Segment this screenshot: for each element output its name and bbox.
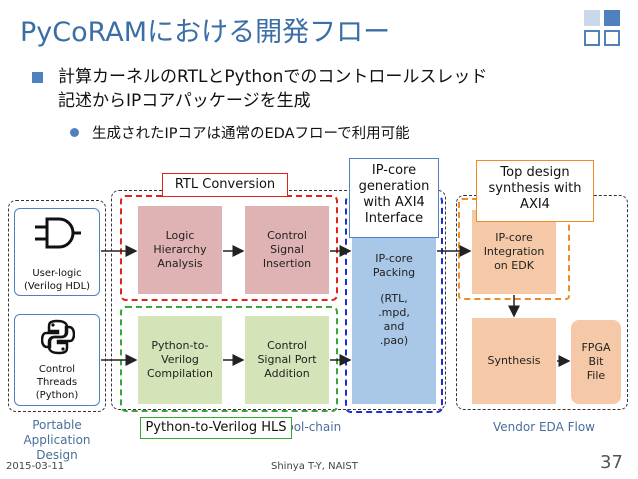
python-hls-text: Python-to-Verilog HLS: [145, 420, 287, 435]
ip-integration-line3: on EDK: [494, 259, 534, 272]
top-design-line1: Top design: [500, 165, 570, 180]
page-title: PyCoRAMにおける開発フロー: [20, 17, 391, 48]
ip-packing-line3: (RTL,: [380, 292, 408, 305]
ip-packing-line4: .mpd,: [378, 306, 410, 319]
hls-region: [120, 306, 338, 412]
ip-generation-line4: Interface: [364, 211, 424, 226]
fpga-bit-file-box: FPGA Bit File: [571, 320, 621, 404]
top-design-callout: Top design synthesis with AXI4: [476, 160, 594, 222]
vendor-flow-label: Vendor EDA Flow: [493, 420, 595, 434]
python-logo-icon: [41, 319, 75, 355]
portable-design-label: Portable Application Design: [8, 418, 106, 463]
ip-core-packing-box: IP-core Packing (RTL, .mpd, and .pao): [352, 208, 436, 404]
user-logic-block: User-logic (Verilog HDL): [14, 208, 100, 296]
top-design-line2: synthesis with: [488, 181, 582, 196]
python-to-verilog-compilation-box: Python-to- Verilog Compilation: [138, 316, 222, 404]
python-compilation-line3: Compilation: [146, 367, 214, 380]
user-logic-line1: User-logic: [32, 268, 82, 279]
ip-generation-line2: generation: [358, 179, 430, 194]
python-compilation-line1: Python-to-: [151, 339, 209, 352]
bullet-dot-icon: [70, 128, 79, 137]
logo-grid-icon: [584, 10, 628, 54]
portable-design-region: [8, 200, 106, 412]
synthesis-label: Synthesis: [487, 354, 541, 367]
top-design-line3: AXI4: [520, 197, 550, 212]
fpga-line3: File: [586, 369, 606, 382]
bullet-main-line2: 記述からIPコアパッケージを生成: [58, 91, 311, 111]
synthesis-box: Synthesis: [472, 318, 556, 404]
ip-packing-line2: Packing: [372, 266, 416, 279]
port-addition-line3: Addition: [264, 367, 310, 380]
ip-packing-line6: .pao): [379, 334, 409, 347]
control-signal-insertion-box: Control Signal Insertion: [245, 206, 329, 294]
ip-integration-line2: Integration: [483, 245, 545, 258]
control-insertion-line3: Insertion: [262, 257, 312, 270]
fpga-line1: FPGA: [581, 341, 611, 354]
logic-analysis-line3: Analysis: [157, 257, 203, 270]
control-threads-block: Control Threads (Python): [14, 314, 100, 406]
port-addition-line1: Control: [267, 339, 307, 352]
logic-analysis-line2: Hierarchy: [153, 243, 207, 256]
page-number: 37: [600, 452, 623, 473]
portable-line1: Portable: [32, 418, 82, 432]
python-compilation-line2: Verilog: [161, 353, 199, 366]
ip-packing-line1: IP-core: [375, 252, 413, 265]
footer-date: 2015-03-11: [6, 461, 65, 472]
footer-author: Shinya T-Y, NAIST: [271, 461, 358, 472]
bullet-main-line1: 計算カーネルのRTLとPythonでのコントロールスレッド: [58, 67, 488, 87]
logic-analysis-line1: Logic: [165, 229, 195, 242]
ip-packing-line5: and: [383, 320, 405, 333]
bullet-sub: 生成されたIPコアは通常のEDAフローで利用可能: [92, 126, 410, 142]
user-logic-line2: (Verilog HDL): [23, 281, 91, 292]
logic-gate-icon: [35, 217, 81, 249]
portable-line2: Application: [23, 433, 91, 447]
portable-line3: Design: [36, 448, 78, 462]
ip-core-integration-box: IP-core Integration on EDK: [472, 210, 556, 294]
control-threads-line3: (Python): [35, 390, 79, 401]
rtl-conversion-text: RTL Conversion: [174, 177, 276, 192]
control-insertion-line1: Control: [267, 229, 307, 242]
rtl-conversion-callout: RTL Conversion: [162, 173, 288, 197]
ip-generation-line3: with AXI4: [363, 195, 425, 210]
ip-generation-callout: IP-core generation with AXI4 Interface: [349, 158, 439, 238]
control-insertion-line2: Signal: [270, 243, 304, 256]
logic-hierarchy-analysis-box: Logic Hierarchy Analysis: [138, 206, 222, 294]
control-threads-line1: Control: [38, 364, 76, 375]
control-threads-line2: Threads: [36, 377, 78, 388]
bullet-square-icon: [32, 72, 43, 83]
ip-integration-line1: IP-core: [495, 231, 533, 244]
control-signal-port-addition-box: Control Signal Port Addition: [245, 316, 329, 404]
fpga-line2: Bit: [588, 355, 604, 368]
python-hls-callout: Python-to-Verilog HLS: [140, 417, 292, 439]
ip-generation-line1: IP-core: [371, 163, 417, 178]
port-addition-line2: Signal Port: [257, 353, 317, 366]
